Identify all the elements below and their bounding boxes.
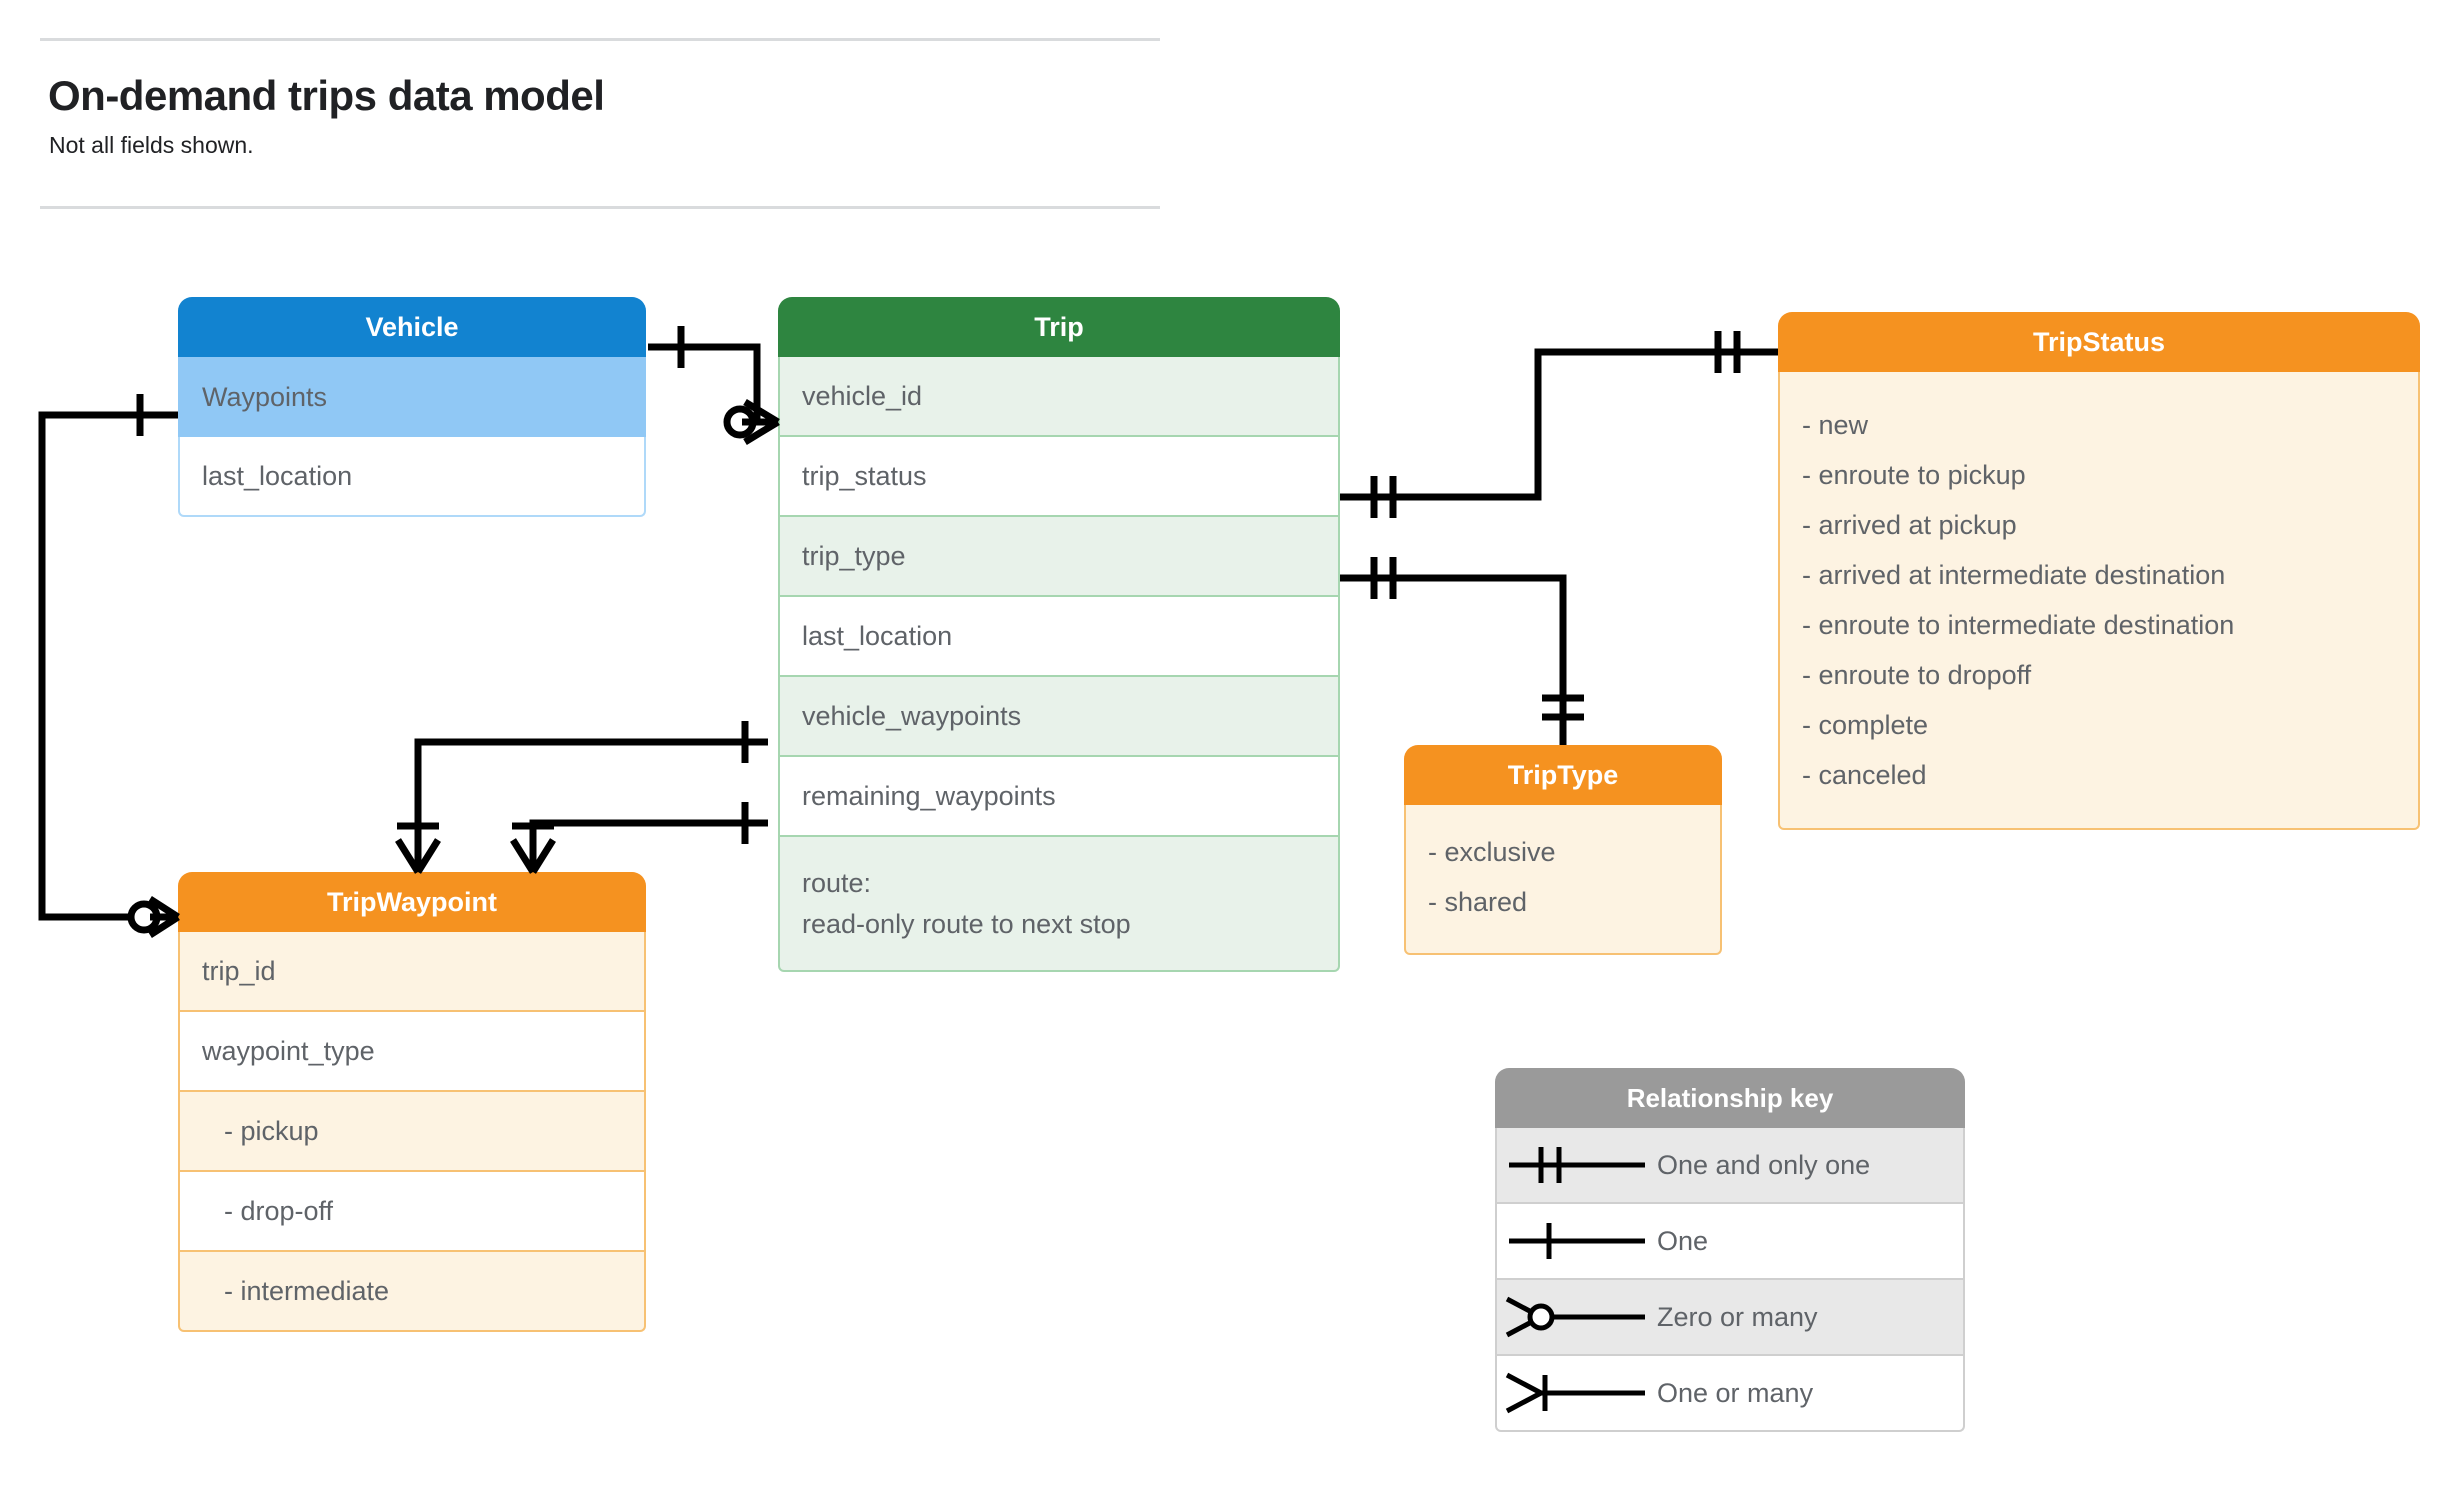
field-trip-trip-type: trip_type	[778, 517, 1340, 597]
field-trip-remaining-waypoints: remaining_waypoints	[778, 757, 1340, 837]
trip-status-value: - enroute to dropoff	[1802, 660, 2032, 690]
field-vehicle-waypoints: Waypoints	[178, 357, 646, 437]
relationship-key-legend[interactable]: Relationship key One and only one One	[1495, 1068, 1965, 1432]
connector-vehicle-to-trip	[648, 326, 780, 445]
entity-trip-status[interactable]: TripStatus - new - enroute to pickup - a…	[1778, 312, 2420, 830]
field-tripwaypoint-trip-id: trip_id	[178, 932, 646, 1012]
entity-vehicle-title: Vehicle	[178, 297, 646, 357]
field-vehicle-last-location: last_location	[178, 437, 646, 517]
trip-status-value: - canceled	[1802, 760, 1927, 790]
page-title: On-demand trips data model	[48, 72, 605, 119]
entity-vehicle[interactable]: Vehicle Waypoints last_location	[178, 297, 646, 517]
field-trip-last-location: last_location	[778, 597, 1340, 677]
field-tripwaypoint-value-intermediate: - intermediate	[178, 1252, 646, 1332]
one-and-only-one-icon	[1509, 1147, 1645, 1183]
entity-trip-waypoint[interactable]: TripWaypoint trip_id waypoint_type - pic…	[178, 872, 646, 1332]
field-tripwaypoint-value-pickup: - pickup	[178, 1092, 646, 1172]
entity-trip-type-values: - exclusive - shared	[1404, 805, 1722, 955]
field-trip-route: route: read-only route to next stop	[778, 837, 1340, 972]
connector-trip-type	[1340, 557, 1584, 745]
entity-trip-waypoint-title: TripWaypoint	[178, 872, 646, 932]
entity-trip[interactable]: Trip vehicle_id trip_status trip_type la…	[778, 297, 1340, 972]
one-or-many-icon	[1505, 1372, 1645, 1414]
one-icon	[1509, 1223, 1645, 1259]
connector-remaining-waypoints	[510, 802, 768, 874]
connector-trip-status	[1340, 331, 1778, 518]
trip-status-value: - arrived at pickup	[1802, 510, 2017, 540]
connector-vehicle-waypoints-to-tripwaypoint	[38, 394, 180, 938]
field-trip-vehicle-waypoints: vehicle_waypoints	[778, 677, 1340, 757]
trip-status-value: - arrived at intermediate destination	[1802, 560, 2226, 590]
header-divider-bottom	[40, 206, 1160, 209]
trip-status-value: - enroute to intermediate destination	[1802, 610, 2235, 640]
entity-trip-type[interactable]: TripType - exclusive - shared	[1404, 745, 1722, 955]
field-trip-route-label: route:	[802, 868, 872, 898]
legend-label: One and only one	[1657, 1149, 1871, 1180]
trip-type-value: - exclusive	[1428, 837, 1556, 867]
legend-row-one-and-only-one: One and only one	[1495, 1128, 1965, 1204]
trip-status-value: - enroute to pickup	[1802, 460, 2026, 490]
header-divider-top	[40, 38, 1160, 41]
field-tripwaypoint-waypoint-type: waypoint_type	[178, 1012, 646, 1092]
entity-trip-type-title: TripType	[1404, 745, 1722, 805]
page-subtitle: Not all fields shown.	[49, 132, 254, 158]
entity-trip-status-title: TripStatus	[1778, 312, 2420, 372]
field-trip-trip-status: trip_status	[778, 437, 1340, 517]
legend-row-zero-or-many: Zero or many	[1495, 1280, 1965, 1356]
trip-type-value: - shared	[1428, 887, 1528, 917]
legend-label: Zero or many	[1657, 1301, 1818, 1332]
legend-row-one: One	[1495, 1204, 1965, 1280]
legend-label: One or many	[1657, 1377, 1814, 1408]
trip-status-value: - complete	[1802, 710, 1929, 740]
field-tripwaypoint-value-dropoff: - drop-off	[178, 1172, 646, 1252]
field-trip-vehicle-id: vehicle_id	[778, 357, 1340, 437]
field-trip-route-description: read-only route to next stop	[802, 908, 1131, 939]
entity-trip-status-values: - new - enroute to pickup - arrived at p…	[1778, 372, 2420, 830]
entity-trip-title: Trip	[778, 297, 1340, 357]
zero-or-many-icon	[1505, 1296, 1645, 1338]
legend-row-one-or-many: One or many	[1495, 1356, 1965, 1432]
connector-vehicle-waypoints	[395, 721, 768, 874]
relationship-key-title: Relationship key	[1495, 1068, 1965, 1128]
trip-status-value: - new	[1802, 410, 1869, 440]
legend-label: One	[1657, 1225, 1709, 1256]
